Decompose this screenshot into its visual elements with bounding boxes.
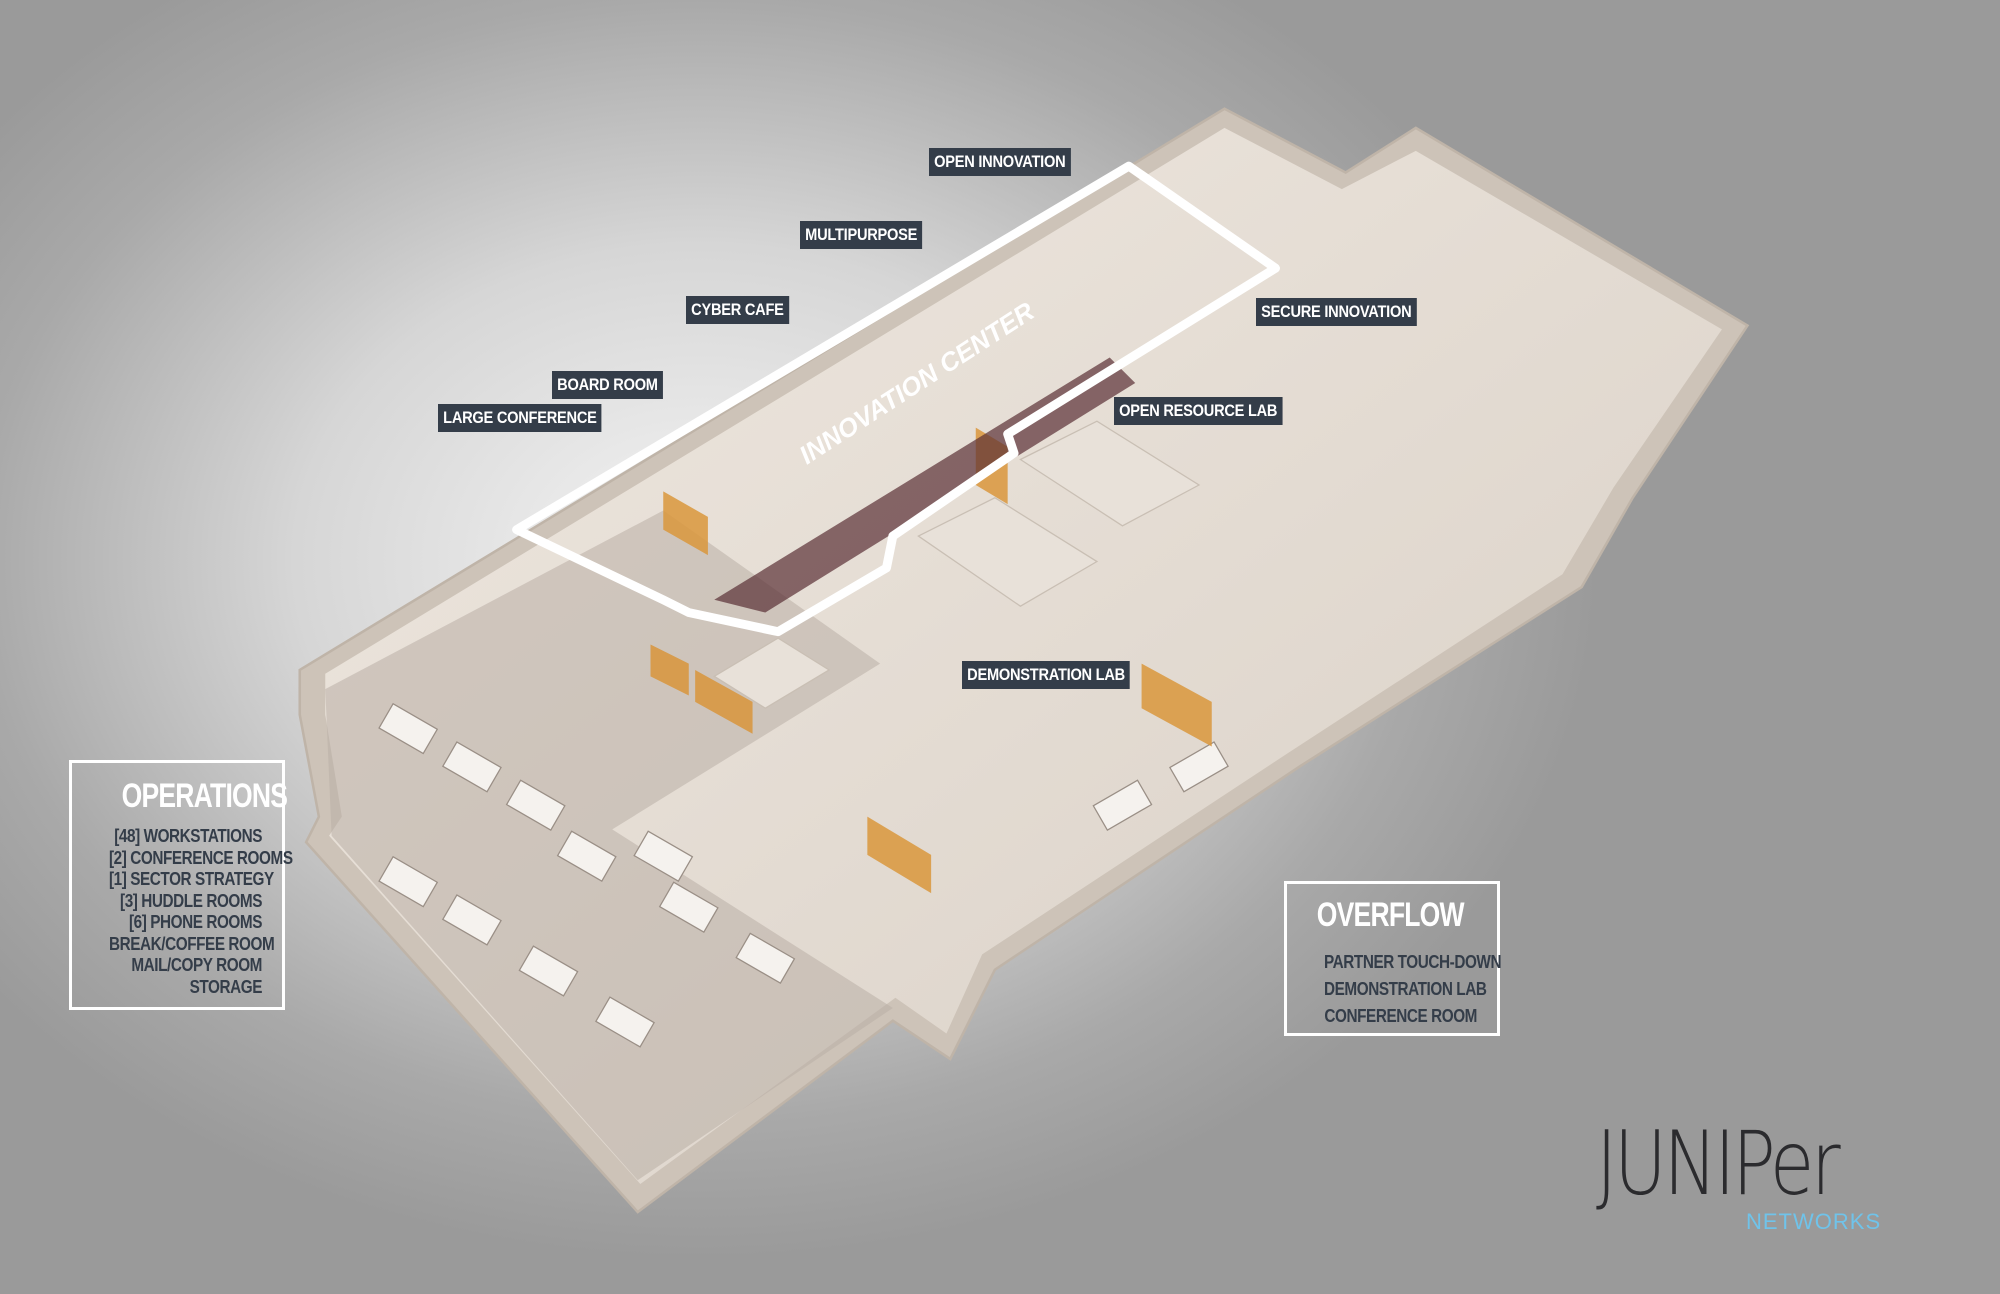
operations-item: [3] HUDDLE ROOMS [120, 890, 262, 911]
label-cyber-cafe: CYBER CAFE [686, 296, 789, 324]
operations-item: [6] PHONE ROOMS [128, 912, 262, 932]
room-blocks [713, 420, 1201, 709]
overflow-item: DEMONSTRATION LAB [1324, 979, 1487, 999]
overflow-item: CONFERENCE ROOM [1324, 1006, 1477, 1026]
label-large-conference: LARGE CONFERENCE [438, 404, 602, 432]
label-secure-innovation: SECURE INNOVATION [1256, 298, 1417, 326]
juniper-networks-logo: JUNIPer NETWORKS [1596, 1112, 1890, 1234]
label-board-room: BOARD ROOM [552, 371, 663, 399]
logo-subtitle: NETWORKS [1746, 1209, 1882, 1234]
operations-item: [1] SECTOR STRATEGY [109, 869, 274, 889]
operations-title: OPERATIONS [121, 777, 288, 815]
label-multipurpose: MULTIPURPOSE [800, 221, 923, 249]
overflow-panel: OVERFLOW PARTNER TOUCH-DOWN DEMONSTRATIO… [1284, 881, 1502, 1036]
label-open-innovation: OPEN INNOVATION [929, 148, 1071, 176]
overflow-item: PARTNER TOUCH-DOWN [1324, 952, 1502, 972]
operations-item: STORAGE [189, 976, 263, 997]
label-demonstration-lab: DEMONSTRATION LAB [962, 661, 1131, 689]
label-open-resource-lab: OPEN RESOURCE LAB [1114, 397, 1283, 425]
innovation-center-outline [512, 161, 1280, 637]
logo-wordmark: JUNIPer [1596, 1112, 1841, 1215]
operations-item: MAIL/COPY ROOM [131, 955, 262, 975]
operations-item: BREAK/COFFEE ROOM [109, 933, 275, 954]
operations-panel: OPERATIONS [48] WORKSTATIONS [2] CONFERE… [69, 760, 293, 1010]
overflow-title: OVERFLOW [1316, 896, 1465, 934]
operations-item: [2] CONFERENCE ROOMS [109, 847, 293, 868]
workstations [378, 702, 1229, 1048]
operations-item: [48] WORKSTATIONS [114, 826, 262, 846]
